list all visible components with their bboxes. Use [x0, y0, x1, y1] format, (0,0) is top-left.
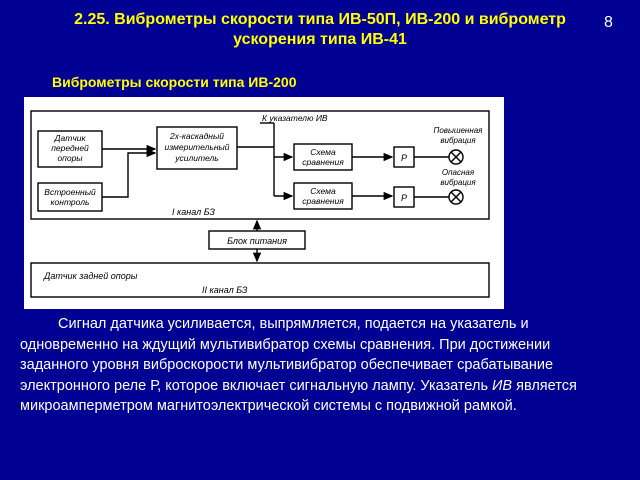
label-sensor-front-1: Датчик: [54, 133, 87, 143]
label-amplifier-1: 2х-каскадный: [169, 131, 224, 141]
label-to-indicator: К указателю ИВ: [262, 113, 328, 123]
channel-1-frame: [30, 110, 490, 220]
description-part-2: является микроамперметром магнитоэлектри…: [20, 377, 577, 415]
label-comparator-1a: Схема: [310, 147, 336, 157]
label-sensor-rear: Датчик задней опоры: [43, 271, 138, 281]
block-diagram: Датчик передней опоры Встроенный контрол…: [24, 97, 504, 309]
label-relay-1: Р: [401, 153, 407, 163]
page-number: 8: [604, 14, 613, 31]
label-builtin-control-2: контроль: [51, 197, 90, 207]
description-emphasis: ИВ: [492, 377, 513, 394]
label-comparator-1b: сравнения: [302, 157, 344, 167]
label-comparator-2b: сравнения: [302, 196, 344, 206]
label-amplifier-2: измерительный: [164, 142, 229, 152]
slide-title: 2.25. Виброметры скорости типа ИВ-50П, И…: [74, 11, 566, 48]
amplifier-block: [156, 126, 238, 170]
label-high-vibration-2: вибрация: [440, 136, 476, 145]
lamp-high-vibration-icon: [448, 149, 464, 165]
lamp-danger-vibration-icon: [448, 189, 464, 205]
label-relay-2: Р: [401, 193, 407, 203]
label-comparator-2a: Схема: [310, 186, 336, 196]
label-builtin-control-1: Встроенный: [44, 187, 96, 197]
label-amplifier-3: усилитель: [174, 153, 219, 163]
label-danger-vibration-1: Опасная: [442, 168, 475, 177]
section-subtitle: Виброметры скорости типа ИВ-200: [52, 74, 297, 90]
label-sensor-front-3: опоры: [57, 153, 83, 163]
channel-2-frame: [30, 262, 490, 298]
label-channel-2: II канал БЗ: [202, 285, 248, 295]
label-power-supply: Блок питания: [227, 236, 287, 246]
label-sensor-front-2: передней: [51, 143, 89, 153]
label-channel-1: I канал БЗ: [172, 207, 215, 217]
label-danger-vibration-2: вибрация: [440, 178, 476, 187]
description-part-1: Сигнал датчика усиливается, выпрямляется…: [20, 316, 554, 394]
description-text: Сигнал датчика усиливается, выпрямляется…: [20, 314, 620, 417]
label-high-vibration-1: Повышенная: [434, 126, 484, 135]
